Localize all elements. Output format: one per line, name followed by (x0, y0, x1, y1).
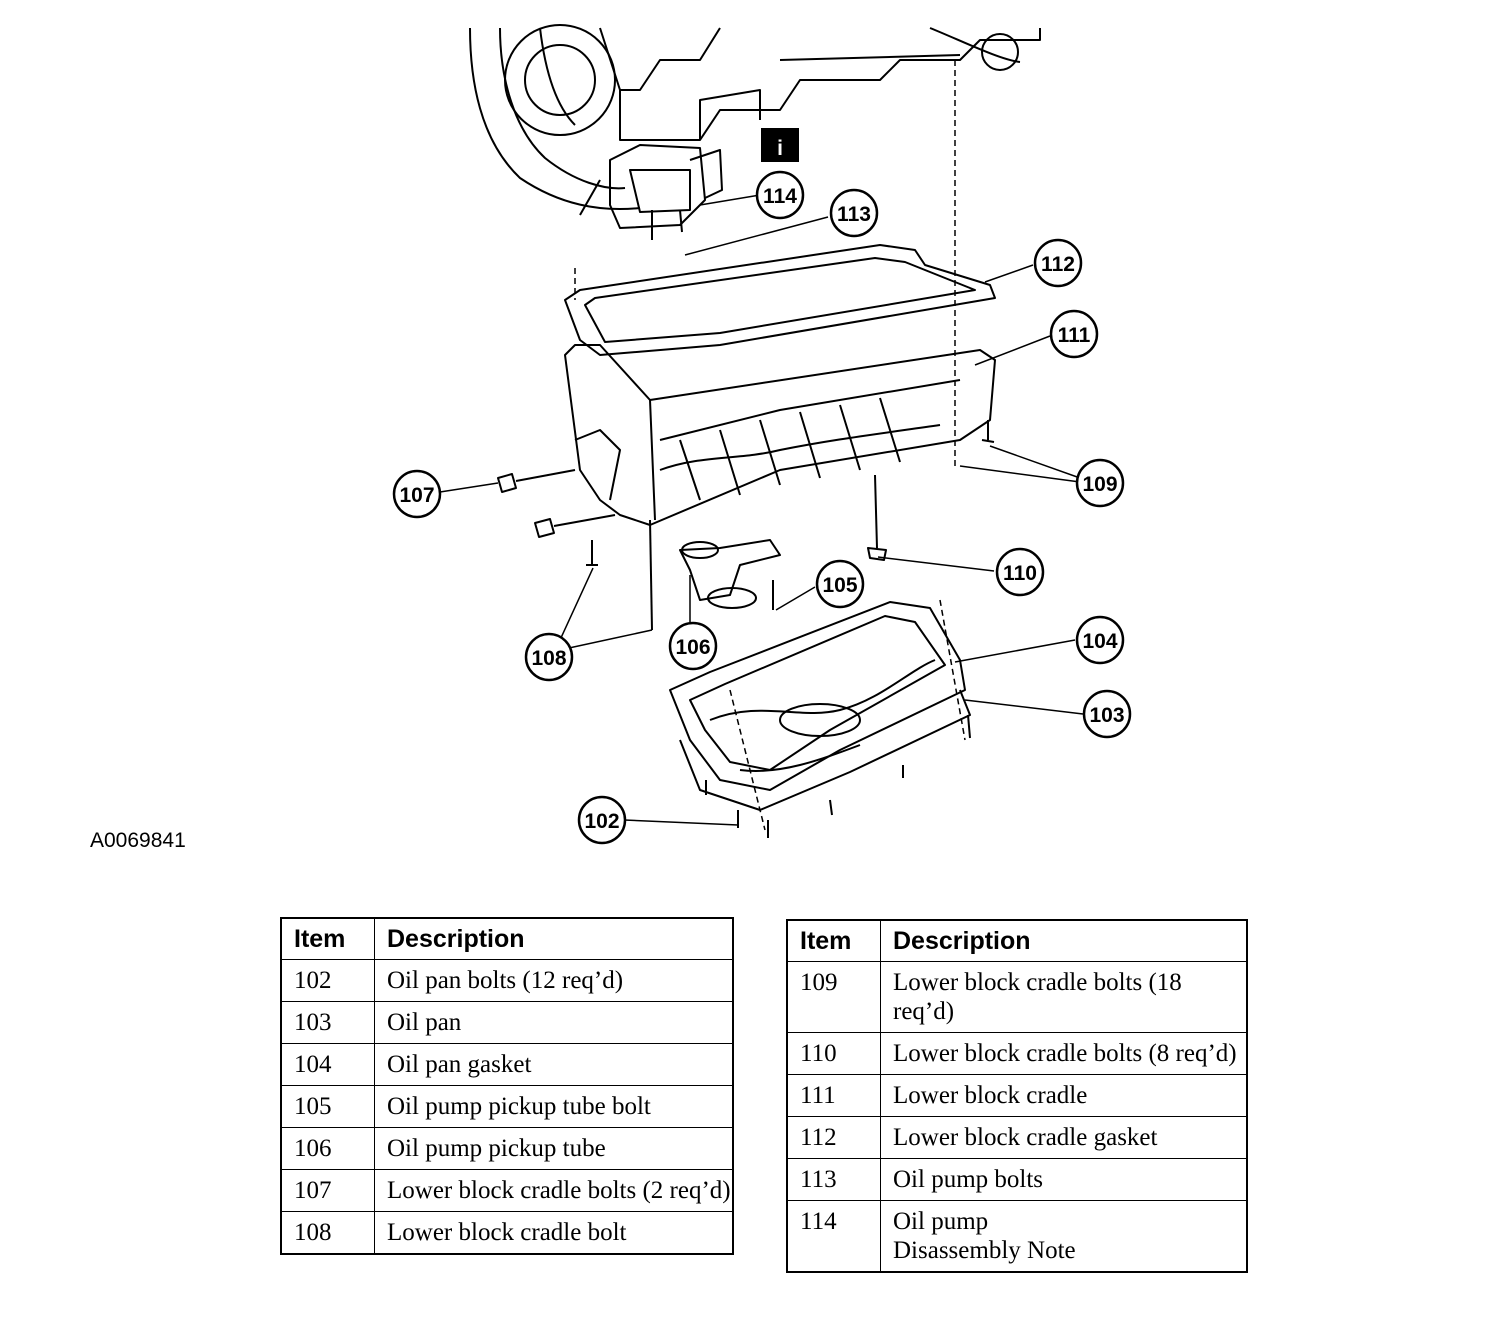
alignment-lines (574, 60, 966, 831)
callout-112: 112 (1041, 253, 1075, 276)
callout-111-circle (1049, 309, 1099, 359)
item-description: Lower block cradle (880, 1074, 1248, 1117)
callout-113-circle (829, 188, 879, 238)
item-description: Lower block cradle bolts (8 req’d) (880, 1032, 1248, 1075)
item-description: Lower block cradle gasket (880, 1116, 1248, 1159)
item-description: Oil pump (893, 1208, 989, 1235)
item-number: 111 (786, 1074, 881, 1117)
callout-107-circle (392, 469, 442, 519)
figure-id: A0069841 (90, 829, 186, 852)
callout-105: 105 (822, 574, 857, 597)
callout-109-circle (1075, 458, 1125, 508)
item-number: 107 (280, 1169, 375, 1212)
table-header-row: Item Description (280, 917, 734, 960)
callout-108-circle (524, 632, 574, 682)
item-number: 108 (280, 1211, 375, 1255)
callout-104: 104 (1082, 630, 1117, 653)
item-description: Lower block cradle bolt (374, 1211, 734, 1255)
callout-113: 113 (837, 203, 871, 226)
column-header-item: Item (280, 917, 375, 960)
column-header-description: Description (374, 917, 734, 960)
item-number: 112 (786, 1116, 881, 1159)
callout-103-circle (1082, 689, 1132, 739)
callout-108: 108 (531, 647, 566, 670)
oil-pump-drawing (609, 144, 723, 229)
item-number: 114 (786, 1200, 881, 1273)
item-number: 104 (280, 1043, 375, 1086)
disassembly-note-link[interactable]: Disassembly Note (893, 1237, 1076, 1264)
item-number: 105 (280, 1085, 375, 1128)
callout-114: 114 (763, 185, 797, 208)
callout-110-circle (995, 547, 1045, 597)
item-number: 110 (786, 1032, 881, 1075)
callout-110: 110 (1003, 562, 1037, 585)
item-description: Oil pump bolts (880, 1158, 1248, 1201)
item-number: 103 (280, 1001, 375, 1044)
item-description: Lower block cradle bolts (18 req’d) (880, 961, 1248, 1033)
item-number: 109 (786, 961, 881, 1033)
item-number: 106 (280, 1127, 375, 1170)
info-icon (761, 128, 799, 162)
item-description: Oil pump pickup tube (374, 1127, 734, 1170)
callout-102-circle (577, 795, 627, 845)
callout-107: 107 (399, 484, 434, 507)
item-description-cell: Oil pump Disassembly Note (880, 1200, 1248, 1273)
item-description: Oil pan bolts (12 req’d) (374, 959, 734, 1002)
cradle-gasket-drawing (564, 244, 996, 356)
bolts-drawing (497, 209, 995, 838)
callout-112-circle (1033, 238, 1083, 288)
oil-pan-drawing (669, 601, 971, 811)
item-description: Lower block cradle bolts (2 req’d) (374, 1169, 734, 1212)
item-number: 102 (280, 959, 375, 1002)
callout-109: 109 (1082, 473, 1117, 496)
callout-105-circle (815, 559, 865, 609)
callout-102: 102 (584, 810, 619, 833)
callout-103: 103 (1089, 704, 1124, 727)
callout-111: 111 (1058, 324, 1091, 347)
table-header-row: Item Description (786, 919, 1248, 962)
engine-block-drawing (469, 24, 1041, 216)
exploded-view-diagram: i 102 103 104 105 106 107 108 109 110 11… (392, 24, 1132, 845)
item-description: Oil pan gasket (374, 1043, 734, 1086)
item-number: 113 (786, 1158, 881, 1201)
info-icon-glyph: i (777, 137, 783, 160)
item-description: Oil pump pickup tube bolt (374, 1085, 734, 1128)
column-header-description: Description (880, 919, 1248, 962)
item-description: Oil pan (374, 1001, 734, 1044)
callout-106: 106 (675, 636, 710, 659)
lower-block-cradle-drawing (564, 344, 996, 526)
table-row: 114 Oil pump Disassembly Note (786, 1200, 1248, 1273)
callout-104-circle (1075, 615, 1125, 665)
leader-lines (439, 194, 1084, 826)
callout-114-circle (755, 170, 805, 220)
column-header-item: Item (786, 919, 881, 962)
callout-106-circle (668, 621, 718, 671)
pickup-tube-drawing (679, 539, 781, 609)
